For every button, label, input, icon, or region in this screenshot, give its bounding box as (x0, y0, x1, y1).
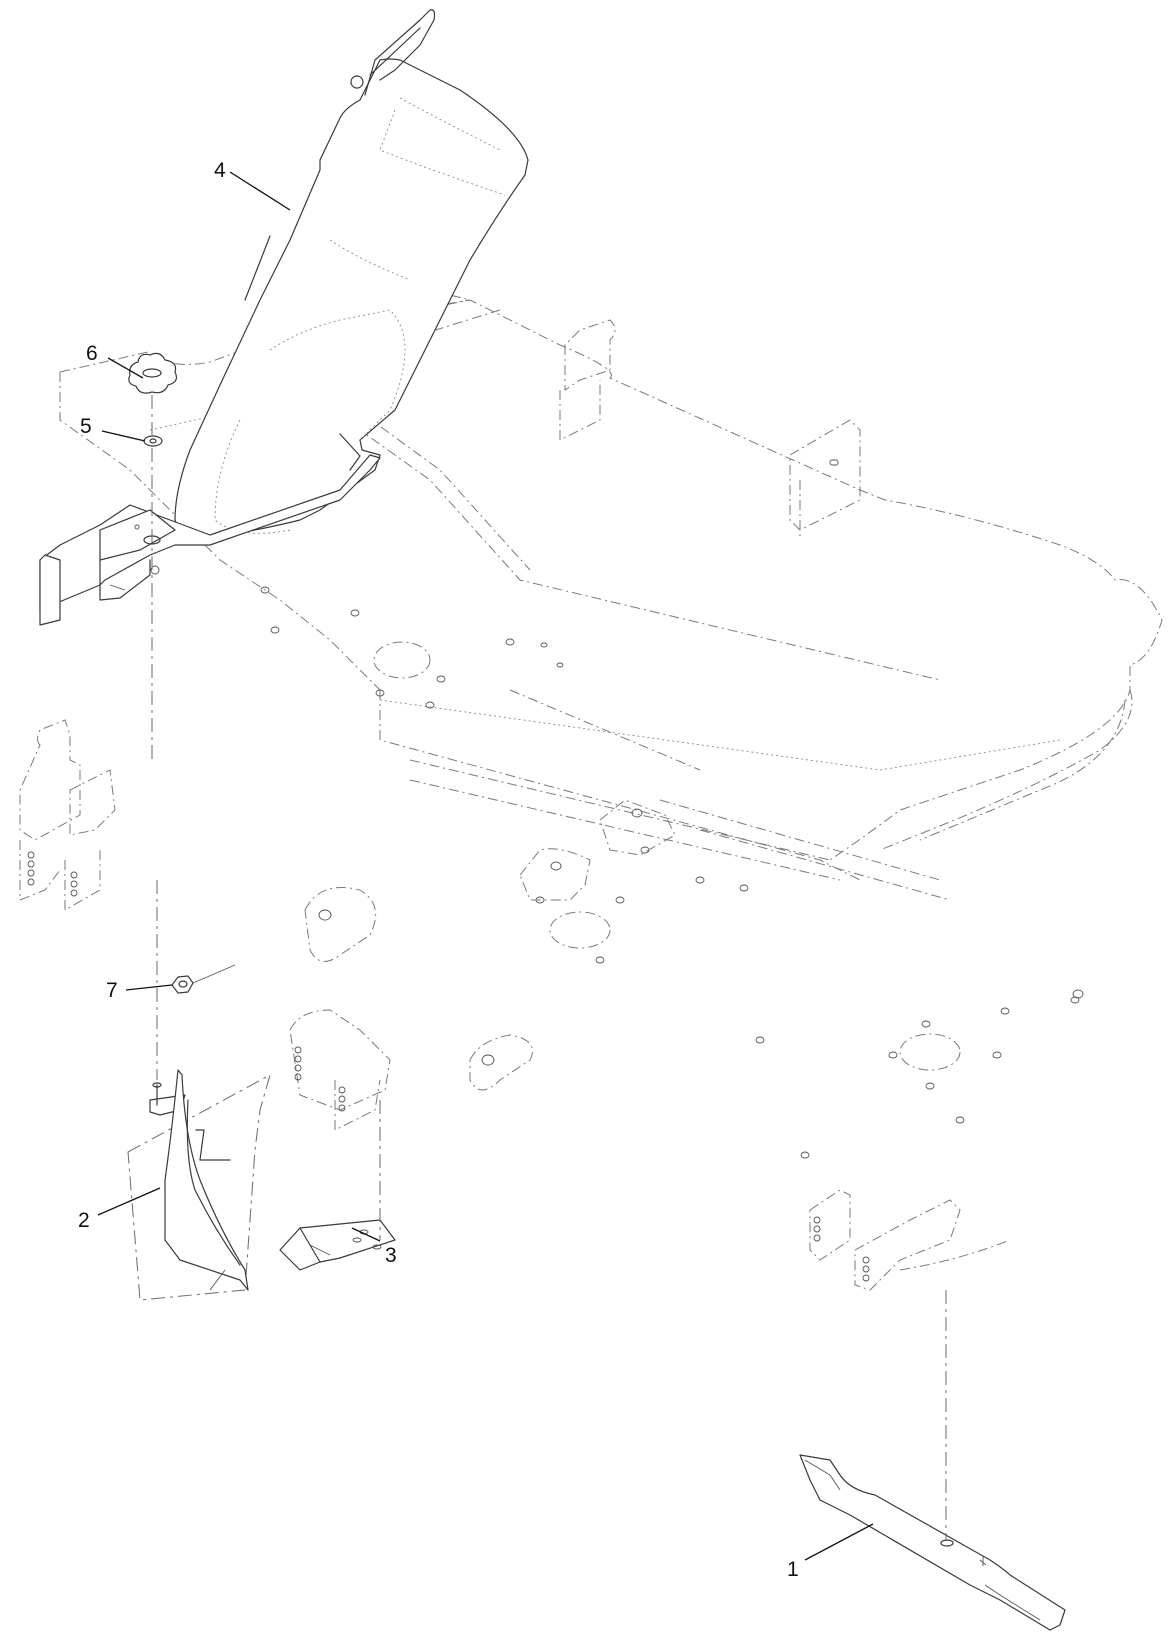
callout-3: 3 (385, 1244, 397, 1267)
alignment-lines (151, 395, 947, 1540)
leader-lines (97, 171, 874, 1561)
mower-deck (19, 283, 1163, 1291)
callout-4: 4 (214, 159, 226, 182)
part-7-nut (171, 964, 236, 994)
callout-1: 1 (787, 1558, 799, 1581)
callout-6: 6 (86, 342, 98, 365)
part-3-bracket (279, 1219, 396, 1271)
part-6-knob (128, 352, 178, 394)
callout-5: 5 (80, 415, 92, 438)
callout-7: 7 (106, 979, 118, 1002)
part-1-blade (799, 1454, 1066, 1631)
part-2-baffle (127, 1069, 271, 1301)
part-4-discharge-chute (39, 9, 529, 626)
callout-2: 2 (78, 1209, 90, 1232)
part-5-washer (143, 435, 163, 447)
